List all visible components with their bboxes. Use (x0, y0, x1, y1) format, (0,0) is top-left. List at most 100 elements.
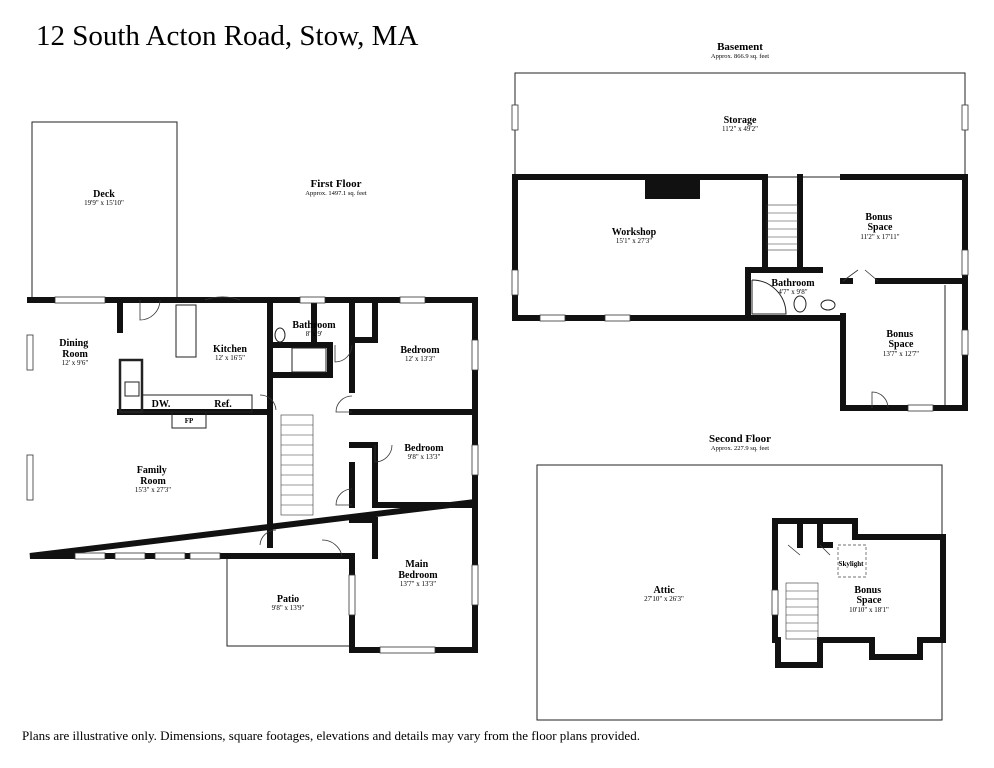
deck-area (31, 121, 178, 301)
refrigerator-label: Ref. (214, 399, 232, 410)
first-floor-stairs (280, 414, 314, 516)
window (74, 552, 106, 560)
room-name-line: Room (140, 476, 166, 487)
window (379, 646, 436, 654)
room-dims: 12' x 16'5" (215, 354, 245, 362)
window (26, 334, 34, 371)
window (511, 269, 519, 296)
room-name: Bonus Space (865, 212, 894, 233)
room-name: Main Bedroom (398, 559, 438, 581)
door-swing (335, 488, 353, 506)
room-name-line: Family (137, 465, 167, 476)
room-name: Patio (277, 594, 299, 605)
room-name: Bathroom (292, 320, 336, 331)
window (399, 296, 426, 304)
window (907, 404, 934, 412)
room-dims: 9'8" x 13'3" (408, 453, 441, 461)
basement-exterior-wall (512, 174, 968, 411)
door-swing (139, 299, 161, 321)
door-swing (321, 539, 343, 557)
room-name-line: Dining (59, 338, 88, 349)
fireplace (171, 411, 207, 429)
floor-area: Approx. 1497.1 sq. feet (305, 190, 367, 197)
room-name-line: Bonus (865, 212, 892, 223)
room-dims: 15'1" x 27'3" (616, 237, 652, 245)
room-name: Bathroom (771, 278, 815, 289)
room-name-line: Bedroom (398, 570, 438, 581)
room-name: Deck (93, 189, 115, 200)
dishwasher-label: DW. (152, 399, 171, 410)
room-name: Bedroom (400, 345, 440, 356)
room-name-line: Main (405, 559, 428, 570)
window (299, 296, 326, 304)
room-name: Bedroom (404, 443, 444, 454)
room-name: Bonus Space (854, 585, 883, 606)
window (348, 574, 356, 616)
room-dims: 12' x 9'6" (62, 359, 89, 367)
window (471, 339, 479, 371)
door-swing (787, 544, 831, 556)
room-name: Dining Room (59, 338, 90, 360)
room-dims: 8' x 9' (306, 330, 323, 338)
skylight-label: Skylight (839, 560, 865, 568)
room-dims: 10'10" x 18'1" (849, 606, 889, 614)
room-dims: 11'2" x 49'2" (722, 125, 758, 133)
window (114, 552, 146, 560)
address-title: 12 South Acton Road, Stow, MA (36, 20, 418, 52)
bay-window (204, 296, 241, 301)
floor-name: Basement (717, 41, 763, 53)
room-name: Kitchen (213, 344, 247, 355)
window (154, 552, 186, 560)
window (604, 314, 631, 322)
room-name-line: Space (868, 222, 894, 233)
door-swing (871, 391, 889, 409)
disclaimer: Plans are illustrative only. Dimensions,… (22, 728, 640, 743)
window (771, 589, 779, 616)
room-dims: 13'7" x 12'7" (883, 350, 919, 358)
room-dims: 13'7" x 13'3" (400, 580, 436, 588)
fireplace-label: FP (185, 417, 194, 425)
room-name-line: Room (62, 349, 88, 360)
sink (820, 299, 836, 311)
room-dims: 12' x 13'3" (405, 355, 435, 363)
window (471, 564, 479, 606)
sink (124, 381, 140, 397)
window (961, 329, 969, 356)
room-name: Attic (653, 585, 675, 596)
room-name: Bonus Space (886, 329, 915, 350)
second-floor-plan: Second Floor Approx. 227.9 sq. feet Atti… (536, 433, 946, 721)
window (26, 454, 34, 501)
first-floor-plan: Deck 19'9" x 15'10" Dining Room 12' x 9'… (26, 121, 479, 654)
room-dims: 9'8" x 13'9" (272, 604, 305, 612)
basement-stairs (766, 204, 799, 251)
room-name: Family Room (137, 465, 170, 487)
second-floor-wall (772, 518, 946, 668)
room-name: Workshop (612, 227, 657, 238)
room-name: Storage (724, 115, 757, 126)
room-name-line: Bonus (854, 585, 881, 596)
room-name-line: Space (889, 339, 915, 350)
window (961, 104, 969, 131)
chimney (645, 177, 700, 199)
patio-area (226, 556, 350, 647)
room-dims: 27'10" x 26'3" (644, 595, 684, 603)
shower (291, 347, 327, 373)
kitchen-counter (118, 358, 144, 414)
window (471, 444, 479, 476)
floor-name: First Floor (310, 178, 361, 190)
room-name-line: Space (857, 595, 883, 606)
door-swing (259, 529, 277, 546)
room-name-line: Bonus (886, 329, 913, 340)
window (511, 104, 519, 131)
door-swing (334, 344, 353, 363)
door-swing (259, 394, 277, 411)
room-dims: 4'7" x 9'8" (778, 288, 807, 296)
shower (751, 279, 787, 315)
door-swing (842, 269, 879, 282)
toilet (793, 295, 807, 313)
toilet (274, 327, 286, 343)
door-swing (374, 444, 393, 463)
room-dims: 11'2" x 17'11" (860, 233, 899, 241)
basement-plan: Basement Approx. 866.9 sq. feet Storage … (511, 41, 969, 412)
